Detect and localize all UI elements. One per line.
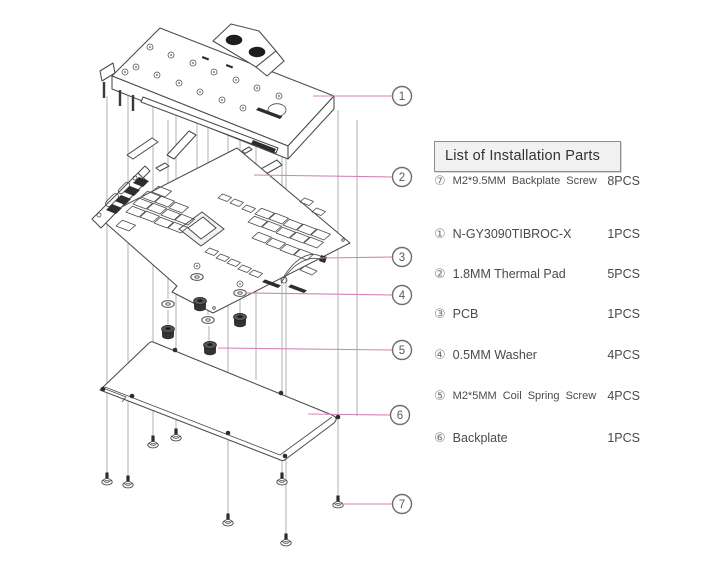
callout-5: 5 — [391, 339, 413, 361]
part-name: N-GY3090TIBROC-X — [452, 226, 572, 241]
svg-text:6: 6 — [397, 410, 403, 422]
callout-3: 3 — [391, 246, 413, 268]
part-number-badge: ④ — [434, 347, 446, 362]
part-name: M2*5MM Coil Spring Screw — [452, 389, 597, 402]
part-number-badge: ⑦ — [434, 173, 446, 188]
svg-text:2: 2 — [399, 172, 405, 184]
part-row-thermal-pad: ② 1.8MM Thermal Pad 5PCS — [434, 265, 640, 282]
part-row-backplate-screw: ⑦ M2*9.5MM Backplate Screw 8PCS — [434, 172, 640, 189]
part-name: 1.8MM Thermal Pad — [452, 266, 566, 281]
svg-text:1: 1 — [399, 91, 405, 103]
part-number-badge: ① — [434, 226, 446, 241]
part-number-badge: ③ — [434, 306, 446, 321]
part-qty: 4PCS — [607, 347, 640, 362]
callout-1: 1 — [391, 85, 413, 107]
svg-text:3: 3 — [399, 252, 405, 264]
part-row-washer: ④ 0.5MM Washer 4PCS — [434, 346, 640, 363]
svg-text:5: 5 — [399, 345, 405, 357]
part-qty: 5PCS — [607, 266, 640, 281]
parts-list-panel: List of Installation Parts ① N-GY3090TIB… — [434, 141, 640, 471]
svg-text:4: 4 — [399, 290, 406, 302]
callout-2: 2 — [391, 166, 413, 188]
part-qty: 1PCS — [607, 306, 640, 321]
part-name: 0.5MM Washer — [452, 347, 537, 362]
callout-leader-lines — [217, 95, 393, 505]
part-row-waterblock: ① N-GY3090TIBROC-X 1PCS — [434, 225, 640, 242]
backplate — [99, 341, 341, 462]
part-name: M2*9.5MM Backplate Screw — [452, 174, 597, 187]
callout-badges: 1 2 3 4 5 6 7 — [389, 85, 413, 515]
part-qty: 1PCS — [607, 430, 640, 445]
spring-screws — [161, 296, 247, 356]
part-row-pcb: ③ PCB 1PCS — [434, 305, 640, 322]
callout-7: 7 — [391, 493, 413, 515]
backplate-screws — [101, 428, 344, 547]
part-qty: 8PCS — [607, 173, 640, 188]
part-row-backplate: ⑥ Backplate 1PCS — [434, 429, 640, 446]
svg-text:7: 7 — [399, 499, 405, 511]
part-qty: 1PCS — [607, 226, 640, 241]
part-number-badge: ⑤ — [434, 388, 446, 403]
installation-exploded-diagram: 1 2 3 4 5 6 7 — [91, 23, 413, 547]
pcb — [91, 147, 351, 314]
part-number-badge: ⑥ — [434, 430, 446, 445]
part-qty: 4PCS — [607, 388, 640, 403]
parts-list-title: List of Installation Parts — [434, 141, 621, 172]
water-block — [99, 23, 335, 160]
part-number-badge: ② — [434, 266, 446, 281]
callout-6: 6 — [389, 404, 411, 426]
callout-4: 4 — [391, 284, 413, 306]
part-row-spring-screw: ⑤ M2*5MM Coil Spring Screw 4PCS — [434, 387, 640, 404]
part-name: PCB — [452, 306, 479, 321]
part-name: Backplate — [452, 430, 508, 445]
